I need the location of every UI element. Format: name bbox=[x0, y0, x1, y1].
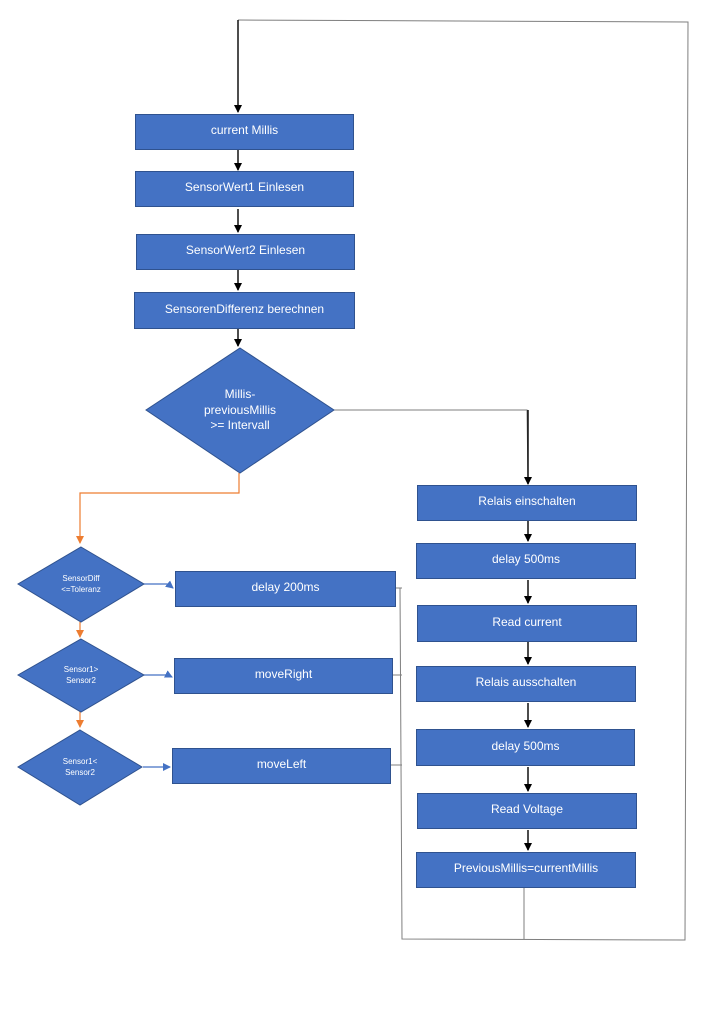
delay-500ms-box-2: delay 500ms bbox=[416, 729, 635, 766]
read-current-box: Read current bbox=[417, 605, 637, 642]
millis-interval-decision: Millis- previousMillis >= Intervall bbox=[145, 347, 335, 474]
sensor1-read-box: SensorWert1 Einlesen bbox=[135, 171, 354, 207]
delay-500ms-box-1: delay 500ms bbox=[416, 543, 636, 579]
sensor1-less-decision: Sensor1< Sensor2 bbox=[17, 729, 143, 806]
delay-200ms-box: delay 200ms bbox=[175, 571, 396, 607]
relais-on-box: Relais einschalten bbox=[417, 485, 637, 521]
previous-millis-assign-box: PreviousMillis=currentMillis bbox=[416, 852, 636, 888]
relais-off-box: Relais ausschalten bbox=[416, 666, 636, 702]
move-left-box: moveLeft bbox=[172, 748, 391, 784]
sensor1-greater-decision: Sensor1> Sensor2 bbox=[17, 638, 145, 713]
sensor-difference-box: SensorenDifferenz berechnen bbox=[134, 292, 355, 329]
move-right-box: moveRight bbox=[174, 658, 393, 694]
sensordiff-tolerance-decision: SensorDiff <=Toleranz bbox=[17, 546, 145, 623]
sensor2-read-box: SensorWert2 Einlesen bbox=[136, 234, 355, 270]
current-millis-box: current Millis bbox=[135, 114, 354, 150]
orange-branch-line bbox=[76, 473, 240, 544]
read-voltage-box: Read Voltage bbox=[417, 793, 637, 829]
